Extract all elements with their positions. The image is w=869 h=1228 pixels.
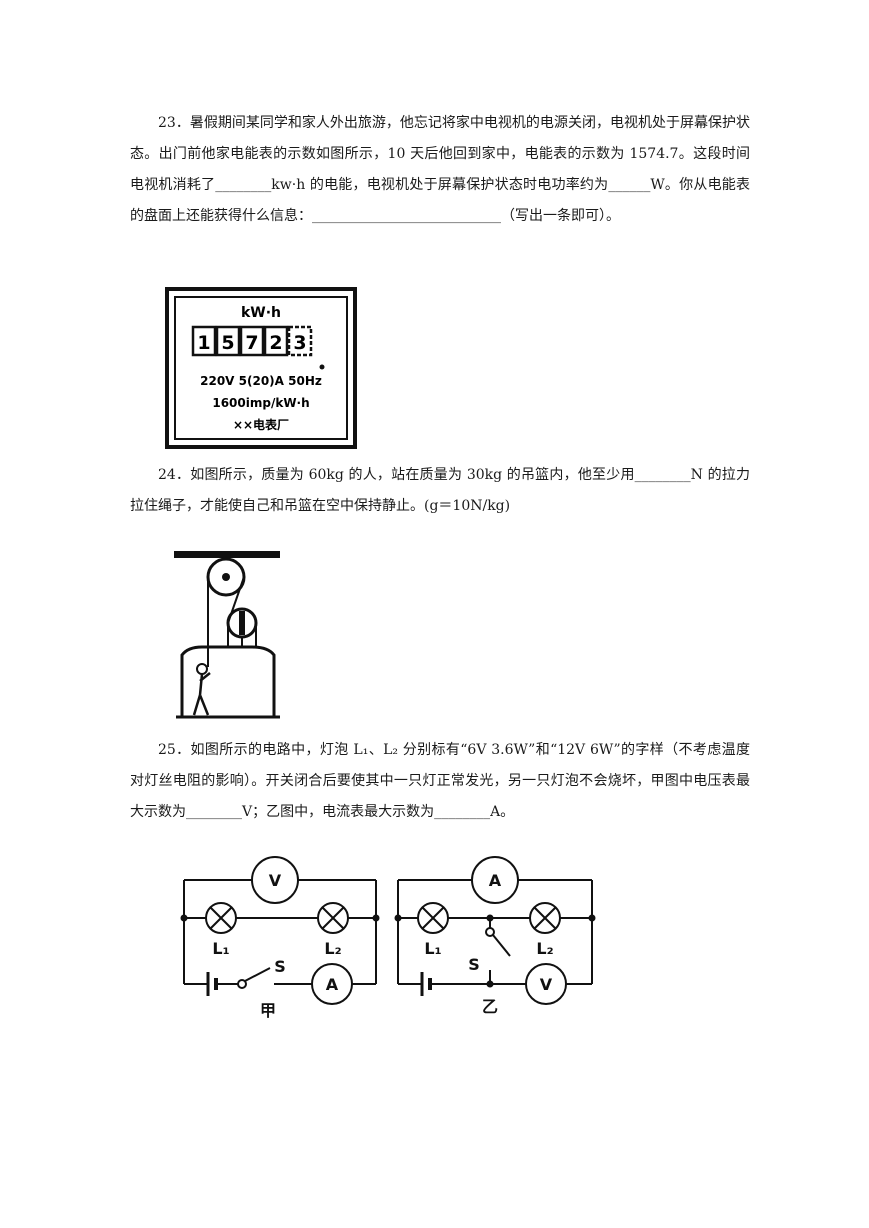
meter-digit-3: 7 xyxy=(245,332,258,354)
question-23-text: 23．暑假期间某同学和家人外出旅游，他忘记将家中电视机的电源关闭，电视机处于屏幕… xyxy=(130,115,750,224)
meter-imp: 1600imp/kW·h xyxy=(212,396,309,410)
circuit-a-ammeter xyxy=(311,963,353,1005)
circuit-b-ammeter xyxy=(471,856,519,904)
electric-meter-figure: kW·h 1 5 7 2 3 220V 5(20)A 50Hz 1600imp/… xyxy=(165,287,357,453)
question-24-text: 24．如图所示，质量为 60kg 的人，站在质量为 30kg 的吊篮内，他至少用… xyxy=(130,467,750,514)
circuit-a-caption: 甲 xyxy=(260,1001,276,1020)
meter-digit-4: 2 xyxy=(269,332,282,354)
meter-digit-boxes xyxy=(191,325,313,357)
circuit-a-switch-label: S xyxy=(274,957,286,976)
circuit-a-voltmeter xyxy=(251,856,299,904)
meter-digit-1: 1 xyxy=(197,332,210,354)
circuit-b-voltmeter xyxy=(525,963,567,1005)
circuit-a-voltmeter-label: V xyxy=(269,871,282,890)
circuit-b-lamp-1 xyxy=(417,902,449,934)
circuit-b-lamp-2-label: L₂ xyxy=(536,939,553,958)
meter-rating: 220V 5(20)A 50Hz xyxy=(200,374,322,388)
circuit-b-lamp-1-label: L₁ xyxy=(424,939,441,958)
circuit-b-voltmeter-label: V xyxy=(540,975,553,994)
circuit-a-lamp-1 xyxy=(205,902,237,934)
person xyxy=(196,663,208,675)
meter-unit: kW·h xyxy=(241,305,281,321)
meter-digit-2: 5 xyxy=(221,332,234,354)
circuit-a-lamp-2-label: L₂ xyxy=(324,939,341,958)
meter-maker: ××电表厂 xyxy=(233,417,289,432)
basket xyxy=(180,645,276,717)
circuit-b-switch-label: S xyxy=(468,955,480,974)
ceiling-beam xyxy=(174,551,280,558)
circuit-a-lamp-1-label: L₁ xyxy=(212,939,229,958)
pulley-figure xyxy=(172,547,284,725)
circuit-a-ammeter-label: A xyxy=(326,975,339,994)
circuit-b-ammeter-label: A xyxy=(489,871,502,890)
question-23: 23．暑假期间某同学和家人外出旅游，他忘记将家中电视机的电源关闭，电视机处于屏幕… xyxy=(130,108,750,232)
question-24: 24．如图所示，质量为 60kg 的人，站在质量为 30kg 的吊篮内，他至少用… xyxy=(130,460,750,522)
circuit-b-caption: 乙 xyxy=(482,997,498,1016)
meter-dot xyxy=(319,364,325,370)
circuit-b-lamp-2 xyxy=(529,902,561,934)
question-25: 25．如图所示的电路中，灯泡 L₁、L₂ 分别标有“6V 3.6W”和“12V … xyxy=(130,735,750,828)
circuit-a-lamp-2 xyxy=(317,902,349,934)
question-25-text: 25．如图所示的电路中，灯泡 L₁、L₂ 分别标有“6V 3.6W”和“12V … xyxy=(130,742,750,820)
circuit-a xyxy=(183,856,377,1005)
circuit-figures: V A L₁ L₂ S 甲 A V L₁ L₂ S 乙 xyxy=(172,852,612,1026)
meter-digit-5: 3 xyxy=(293,332,306,354)
